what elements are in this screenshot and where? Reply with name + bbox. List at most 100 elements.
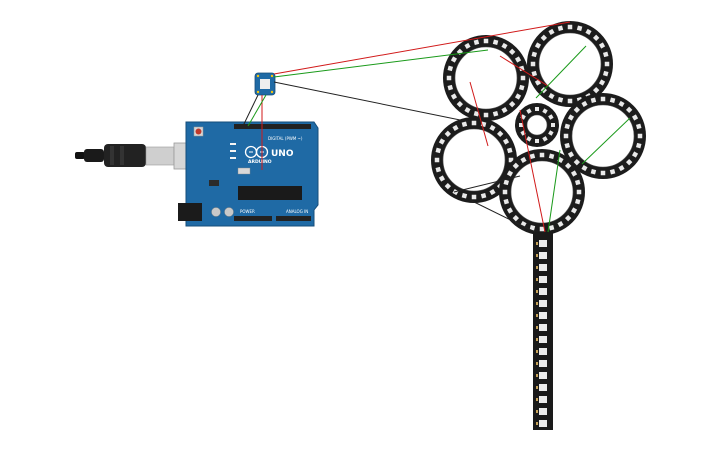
strip-led [539, 288, 547, 295]
ring-led [631, 114, 639, 121]
ring-led [548, 153, 555, 160]
strip-pad [536, 422, 538, 425]
wire-black-ring-link[interactable] [453, 175, 521, 193]
ring-led [438, 138, 446, 145]
ring-led [526, 136, 532, 142]
wire-green-ring-link-2[interactable] [581, 117, 631, 165]
ring-led [529, 224, 536, 231]
wire-black-ring-to-strip[interactable] [469, 199, 536, 233]
ring-led [506, 170, 514, 177]
ring-led [514, 93, 522, 100]
ring-led [452, 124, 459, 132]
ring-led [548, 92, 555, 100]
ring-led [447, 65, 454, 72]
neopixel-strip[interactable] [533, 232, 553, 430]
ring-led [447, 84, 454, 91]
wire-red-jewel-to-rings[interactable] [273, 21, 571, 75]
ring-led [438, 175, 446, 182]
ring-led [609, 97, 616, 104]
power-header[interactable] [234, 216, 272, 221]
wire-red-ring-link-2[interactable] [469, 81, 489, 147]
analog-header[interactable] [276, 216, 311, 221]
ring-led [576, 25, 583, 32]
ring-led [574, 179, 581, 186]
atmega-chip [238, 186, 302, 200]
ring-led [529, 153, 536, 160]
strip-pad [536, 278, 538, 281]
ring-led [519, 123, 523, 127]
wire-green-ring-to-strip[interactable] [547, 149, 561, 233]
ring-led [548, 28, 555, 36]
usb-cable[interactable] [75, 142, 205, 170]
ring-led [514, 56, 522, 63]
strip-led [539, 240, 547, 247]
wire-green-arduino-to-jewel[interactable] [247, 94, 267, 127]
digital-header[interactable] [234, 124, 311, 129]
strip-led [539, 300, 547, 307]
ring-led [503, 179, 510, 186]
ring-led [637, 133, 643, 139]
ring-led [520, 156, 527, 164]
neopixel-ring-center[interactable] [560, 93, 646, 179]
ring-led [567, 114, 575, 121]
ring-led [492, 110, 499, 117]
ring-led [581, 164, 588, 172]
wire-red-ring-link[interactable] [499, 55, 549, 87]
strip-pad [536, 338, 538, 341]
ring-led [548, 130, 554, 136]
strip-led [539, 372, 547, 379]
ring-led [506, 147, 513, 154]
strip-pad [536, 290, 538, 293]
ring-led [489, 124, 496, 132]
wire-red-ring-to-strip[interactable] [519, 109, 546, 233]
strip-led [539, 252, 547, 259]
arduino-uno-board[interactable]: UNO ARDUINO DIGITAL (PWM ~) POWER ANALOG… [178, 121, 319, 227]
ring-led [557, 96, 564, 103]
ring-led [600, 96, 606, 102]
ring-led [520, 75, 526, 81]
ring-led [604, 61, 610, 67]
board-brand-label: ARDUINO [248, 159, 272, 165]
wires [242, 21, 631, 233]
strip-led [539, 276, 547, 283]
ring-led [518, 65, 525, 72]
power-header-label: POWER [240, 209, 255, 214]
ring-led [450, 56, 458, 63]
strip-led [539, 396, 547, 403]
strip-led [539, 420, 547, 427]
ring-led [576, 189, 582, 195]
strip-led [539, 324, 547, 331]
wire-black-jewel-to-ring[interactable] [273, 81, 471, 123]
ring-led [598, 42, 606, 49]
neopixel-ring-top-left[interactable] [443, 35, 529, 121]
ring-led [609, 168, 616, 175]
ring-led [600, 170, 606, 176]
wire-black-arduino-to-jewel[interactable] [242, 94, 259, 127]
ring-led [535, 107, 539, 111]
strip-pad [536, 242, 538, 245]
ring-led [564, 142, 571, 149]
ring-led [570, 170, 578, 177]
strip-pad [536, 326, 538, 329]
neopixel-jewel[interactable] [254, 72, 276, 96]
strip-pad [536, 254, 538, 257]
ring-led [489, 188, 496, 196]
neopixel-ring-bottom[interactable] [515, 103, 559, 147]
ring-led [631, 151, 639, 158]
ring-led [435, 166, 442, 173]
ring-led [483, 38, 489, 44]
ring-led [506, 207, 514, 214]
strip-led [539, 264, 547, 271]
ring-led [539, 152, 545, 158]
neopixel-ring-top-right[interactable] [527, 21, 613, 107]
wire-green-jewel-to-rings[interactable] [273, 49, 489, 78]
ring-led [542, 108, 548, 114]
wire-green-ring-link[interactable] [535, 45, 587, 99]
neopixel-ring-mid-right[interactable] [499, 149, 585, 235]
ring-led [501, 42, 508, 50]
ring-led [557, 220, 564, 228]
ring-led [473, 110, 480, 117]
strip-pad [536, 398, 538, 401]
ring-led [464, 106, 471, 114]
